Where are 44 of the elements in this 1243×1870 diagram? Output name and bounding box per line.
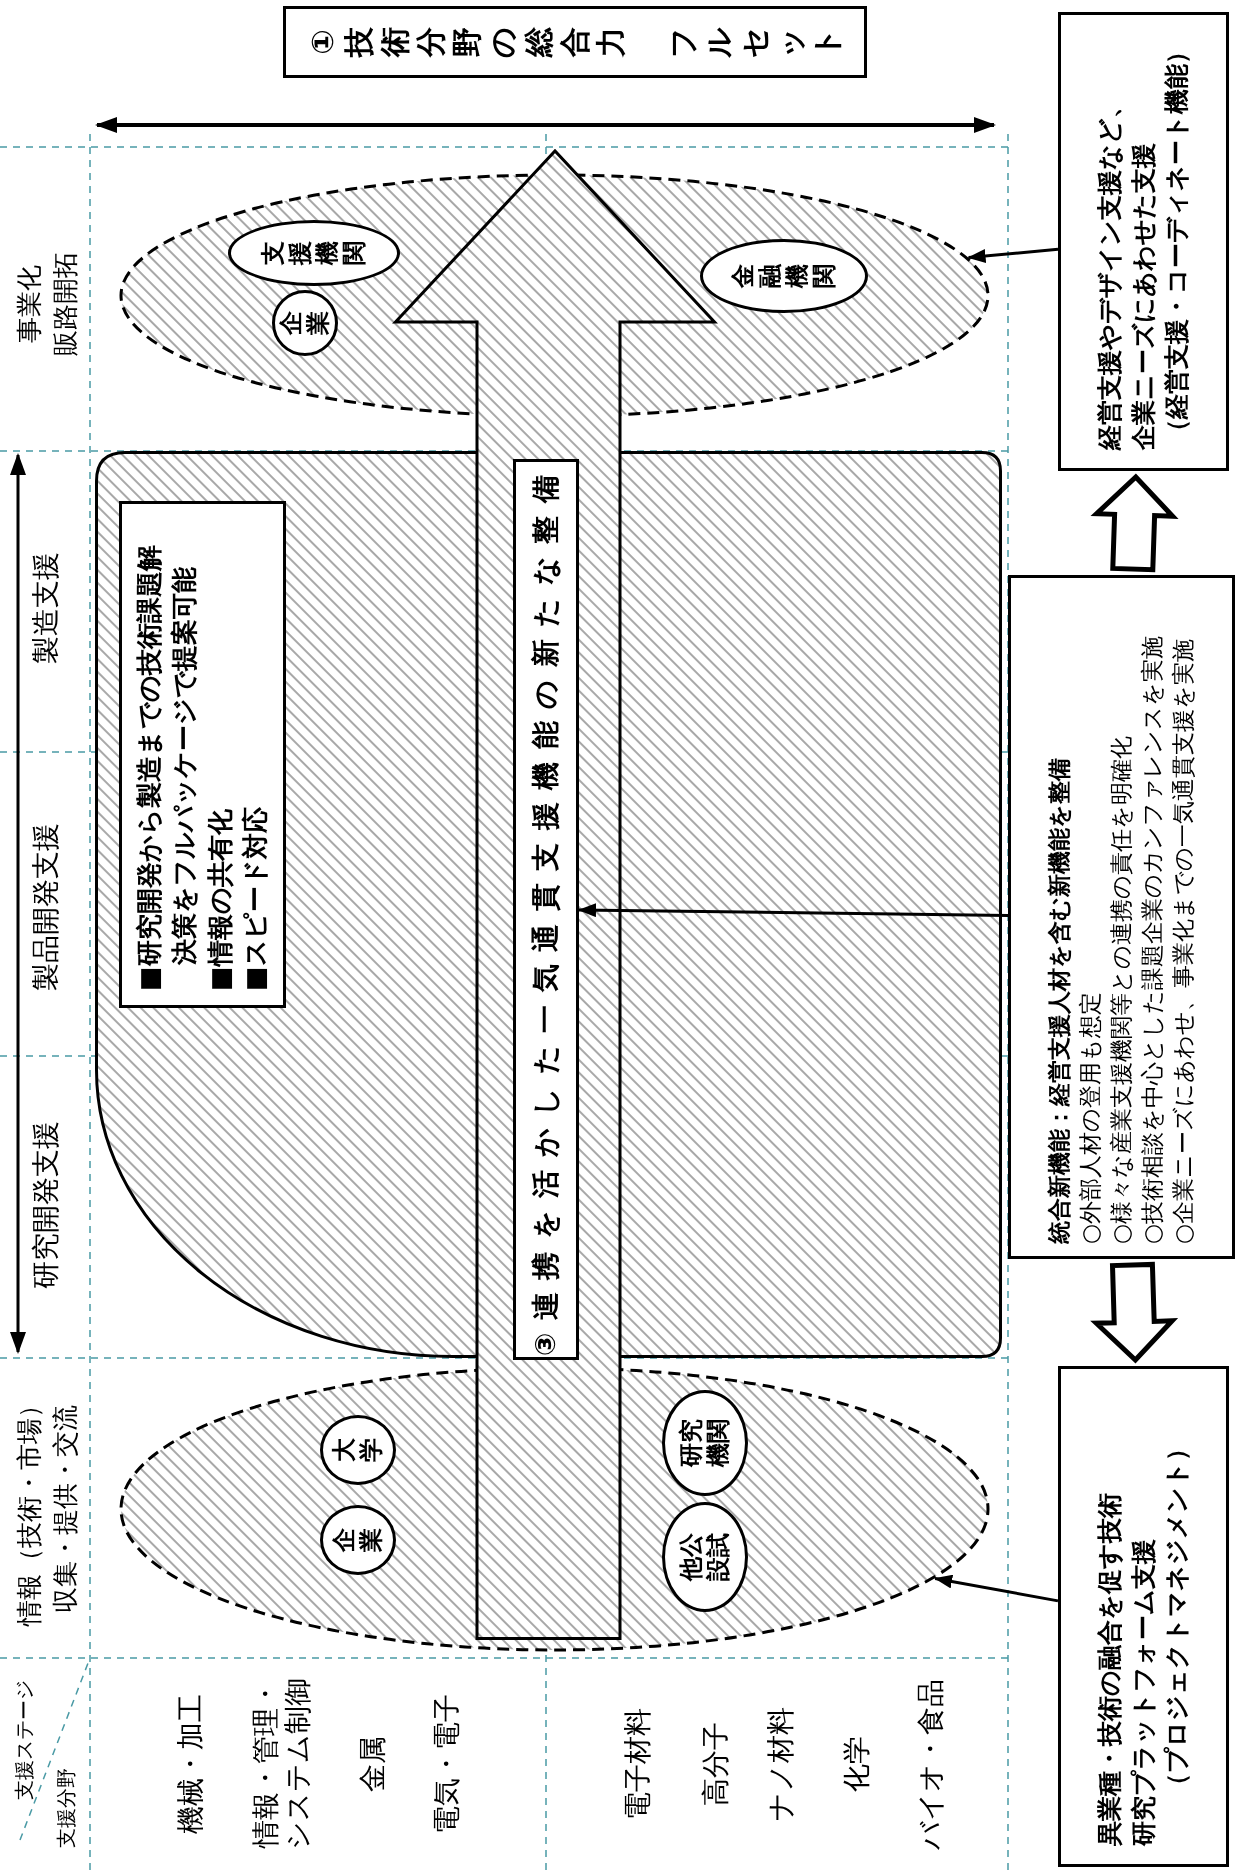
- bullet-item: ■スピード対応: [238, 807, 271, 991]
- stage-label: 研究開発支援: [29, 1121, 63, 1289]
- field-label: 高分子: [699, 1722, 733, 1806]
- corner-label: 支援分野: [54, 1768, 78, 1848]
- stage-label: 事業化: [15, 265, 45, 343]
- field-label: 化学: [840, 1736, 874, 1792]
- field-label: 金属: [356, 1736, 390, 1792]
- stage-label: 製造支援: [29, 552, 63, 664]
- field-label: ナノ材料: [764, 1707, 798, 1821]
- group-ellipse: [119, 173, 990, 418]
- field-label: バイオ・食品: [914, 1678, 948, 1850]
- text-box: [1058, 12, 1229, 471]
- box-text: （経営支援・コーディネート機能）: [1161, 39, 1193, 444]
- stage-label: 収集・提供・交流: [51, 1405, 81, 1613]
- stage-label: 情報（技術・市場）: [15, 1392, 45, 1626]
- arrow: [934, 1574, 1059, 1603]
- bullet-item: ○企業ニーズにあわせ、事業化までの一気通貫支援を実施: [1169, 638, 1198, 1244]
- box-text: 異業種・技術の融合を促す技術研究プラットフォーム支援: [1093, 1492, 1159, 1846]
- bullet-item: ■情報の共有化: [203, 809, 236, 991]
- hollow-arrow: [1090, 1261, 1179, 1364]
- text-box: [1008, 575, 1235, 1259]
- field-label: 電気・電子: [430, 1694, 464, 1834]
- arrow: [578, 903, 1008, 918]
- heading-text: フルセット: [665, 26, 845, 58]
- corner-label: 支援ステージ: [12, 1680, 36, 1800]
- bullet-item: ○様々な産業支援機関等との連携の責任を明確化: [1106, 735, 1135, 1244]
- bullet-item: ■研究開発から製造までの技術課題解決策をフルパッケージで提案可能: [133, 544, 201, 991]
- hollow-arrow: [1090, 473, 1179, 573]
- bullet-item: ○外部人材の登用も想定: [1075, 991, 1104, 1244]
- field-label: 機械・加工: [174, 1694, 208, 1834]
- field-label: 情報・管理・システム制御: [249, 1677, 315, 1852]
- stage-label: 販路開拓: [51, 252, 81, 356]
- box-text: （プロジェクトマネジメント）: [1161, 1435, 1193, 1798]
- box-text: 経営支援やデザイン支援など、企業ニーズにあわせた支援: [1093, 92, 1159, 450]
- arrow-caption: ③連携を活かした一気通貫支援機能の新たな整備: [513, 459, 579, 1360]
- stage-label: 製品開発支援: [29, 823, 63, 991]
- field-label: 電子材料: [621, 1708, 655, 1820]
- box-text: 統合新機能：経営支援人材を含む新機能を整備: [1044, 758, 1073, 1244]
- heading-box: [283, 6, 867, 78]
- text-box: [1058, 1366, 1229, 1867]
- text-box: [119, 501, 286, 1008]
- bullet-item: ○技術相談を中心とした課題企業のカンファレンスを実施: [1138, 635, 1166, 1244]
- arrow: [967, 247, 1059, 263]
- heading-text: ①技術分野の総合力: [305, 26, 629, 58]
